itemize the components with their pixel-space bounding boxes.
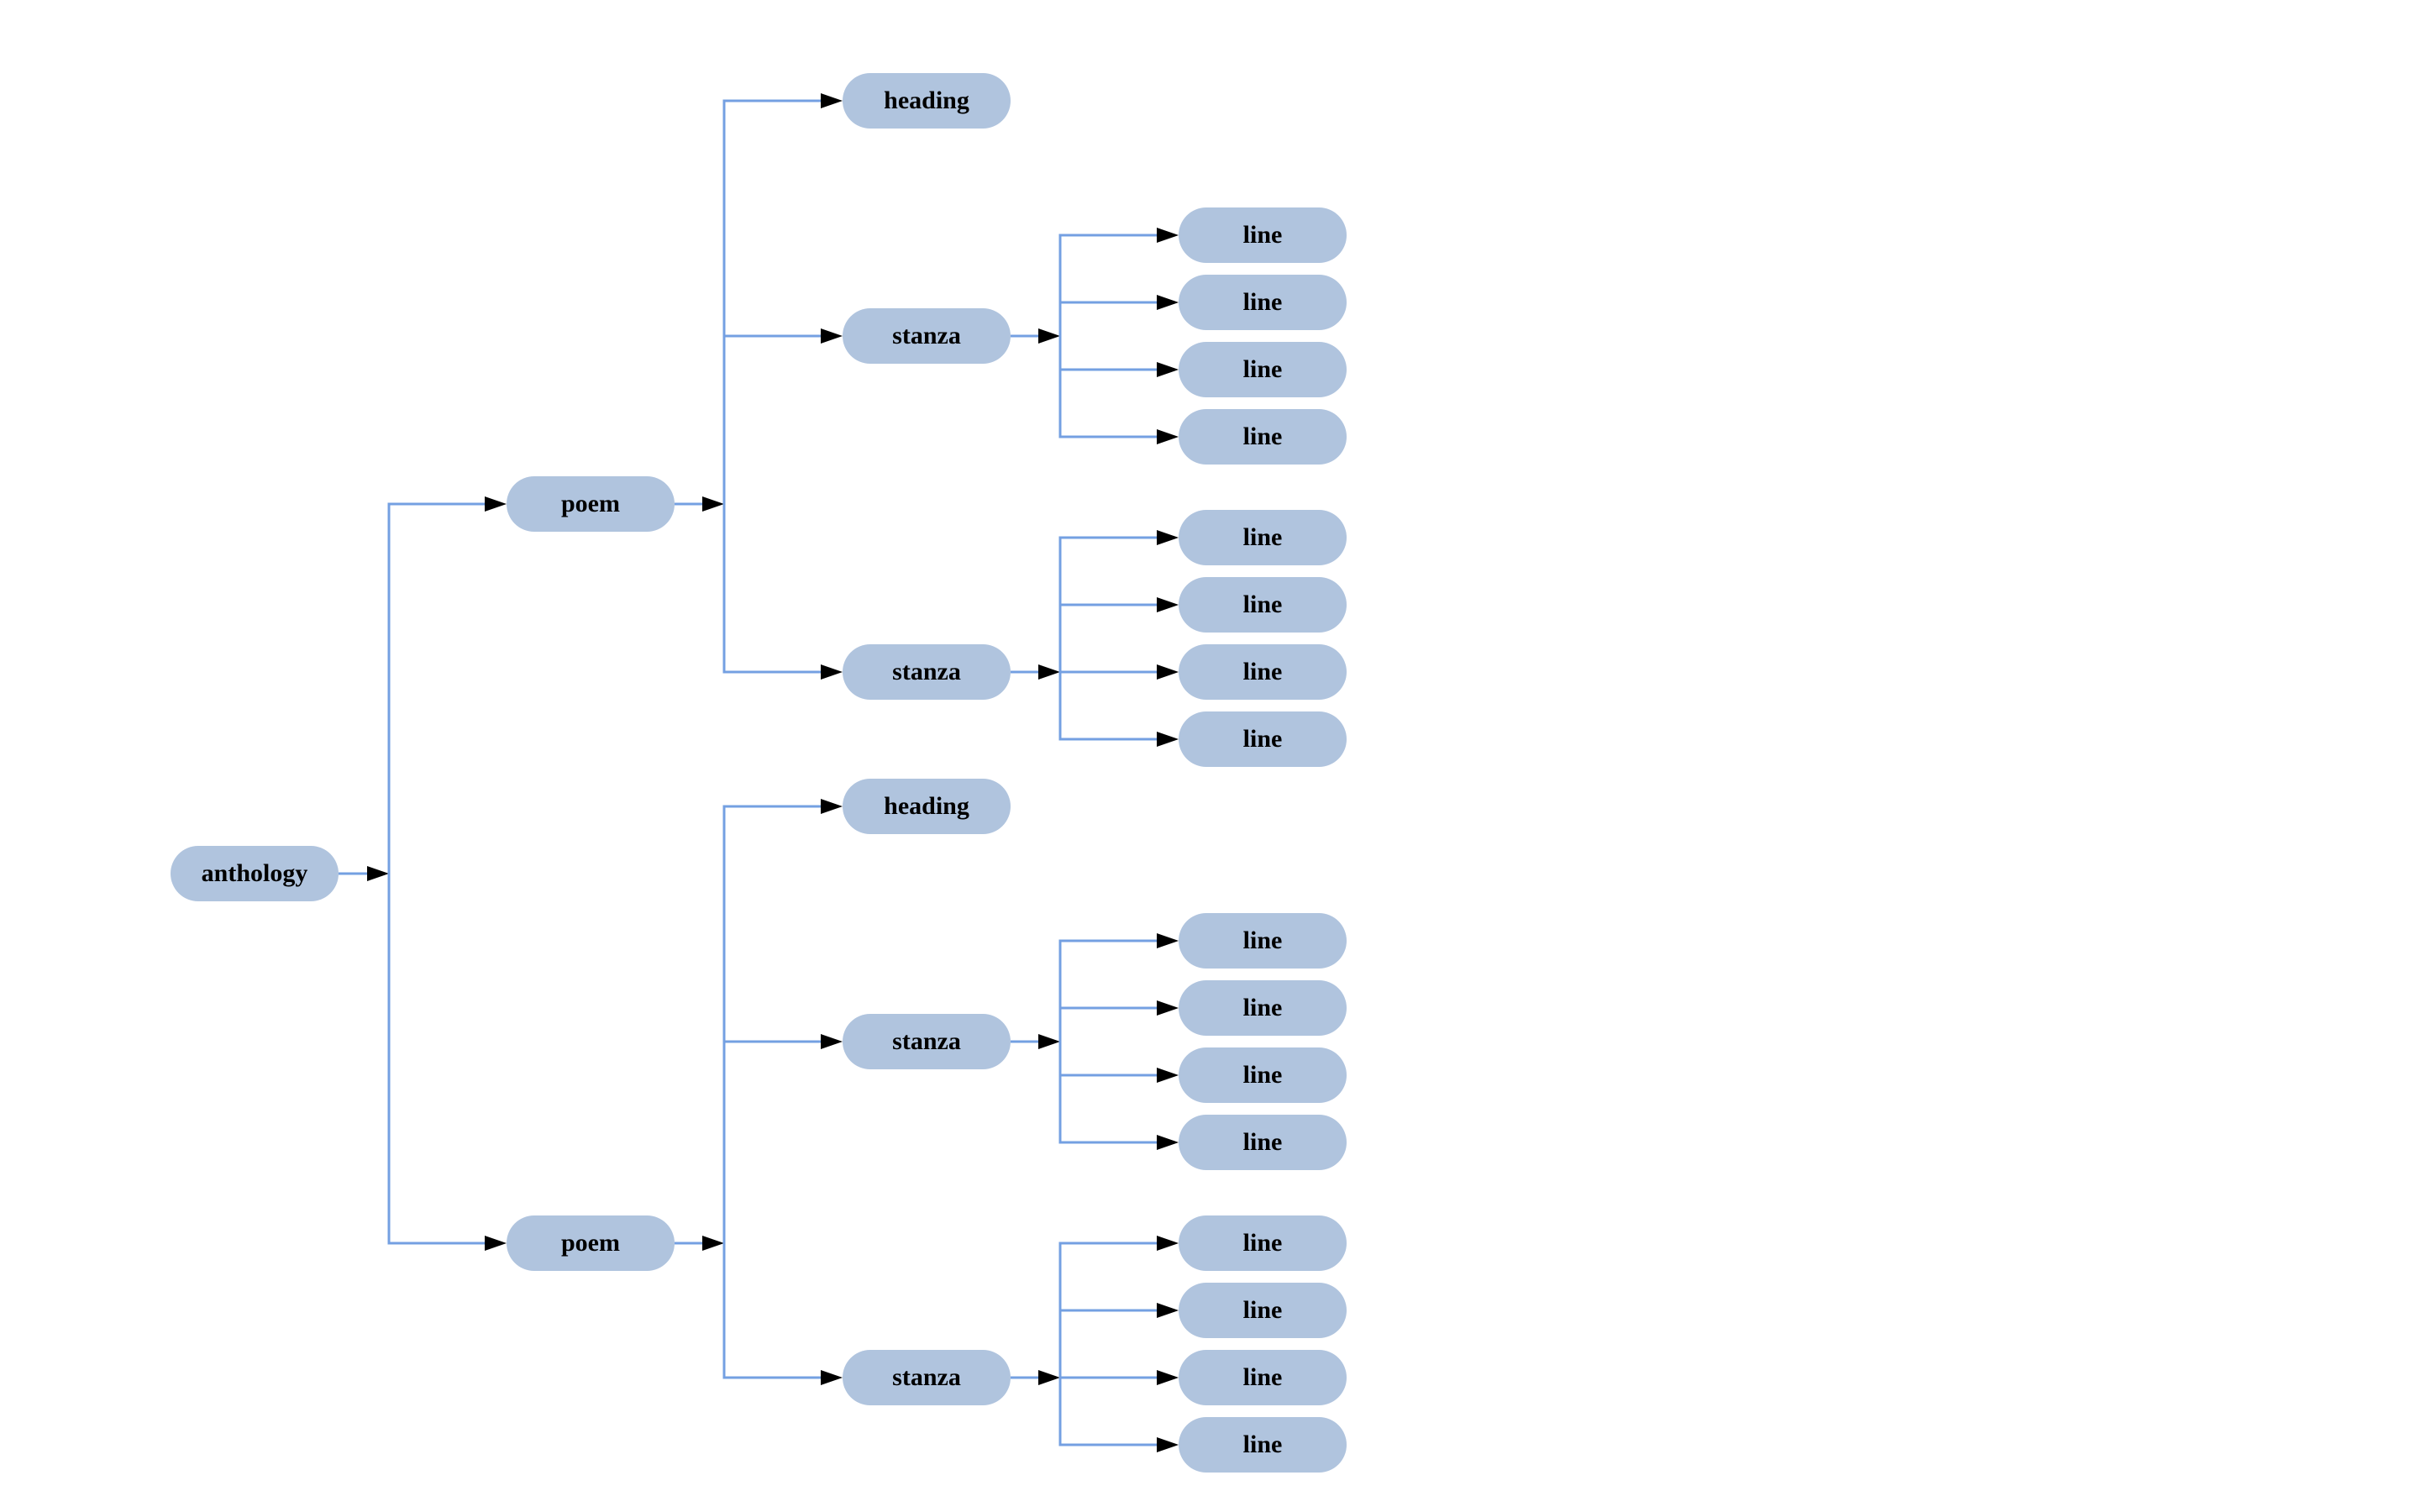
arrow-head-icon	[1157, 228, 1179, 243]
node-stanza2: stanza	[843, 644, 1011, 700]
node-line16: line	[1179, 1417, 1347, 1473]
node-stanza1: stanza	[843, 308, 1011, 364]
arrow-head-icon	[1038, 664, 1060, 680]
arrow-head-icon	[821, 93, 843, 108]
arrow-head-icon	[1157, 1303, 1179, 1318]
arrow-head-icon	[367, 866, 389, 881]
arrow-head-icon	[821, 799, 843, 814]
arrow-head-icon	[485, 496, 507, 512]
node-line7: line	[1179, 644, 1347, 700]
arrow-head-icon	[1157, 1068, 1179, 1083]
arrow-head-icon	[1157, 1370, 1179, 1385]
node-line8: line	[1179, 711, 1347, 767]
arrow-head-icon	[1157, 1000, 1179, 1016]
node-heading2: heading	[843, 779, 1011, 834]
node-line10: line	[1179, 980, 1347, 1036]
arrow-head-icon	[821, 1034, 843, 1049]
node-line6: line	[1179, 577, 1347, 633]
arrow-head-icon	[1157, 295, 1179, 310]
arrow-head-icon	[1157, 362, 1179, 377]
arrow-head-icon	[821, 328, 843, 344]
node-poem1: poem	[507, 476, 675, 532]
arrow-head-icon	[702, 496, 724, 512]
arrow-head-icon	[1157, 530, 1179, 545]
node-line14: line	[1179, 1283, 1347, 1338]
arrow-head-icon	[821, 664, 843, 680]
arrow-head-icon	[1157, 429, 1179, 444]
arrow-head-icon	[1038, 328, 1060, 344]
arrow-head-icon	[1157, 1236, 1179, 1251]
node-anthology: anthology	[171, 846, 339, 901]
node-line3: line	[1179, 342, 1347, 397]
arrow-head-icon	[1157, 597, 1179, 612]
node-line1: line	[1179, 207, 1347, 263]
node-line9: line	[1179, 913, 1347, 969]
node-line12: line	[1179, 1115, 1347, 1170]
arrow-head-icon	[1157, 732, 1179, 747]
node-poem2: poem	[507, 1215, 675, 1271]
node-stanza4: stanza	[843, 1350, 1011, 1405]
node-line13: line	[1179, 1215, 1347, 1271]
arrow-head-icon	[1157, 1135, 1179, 1150]
node-line2: line	[1179, 275, 1347, 330]
node-heading1: heading	[843, 73, 1011, 129]
node-line5: line	[1179, 510, 1347, 565]
arrow-head-icon	[1157, 1437, 1179, 1452]
node-line4: line	[1179, 409, 1347, 465]
node-stanza3: stanza	[843, 1014, 1011, 1069]
arrow-head-icon	[1038, 1370, 1060, 1385]
node-line11: line	[1179, 1047, 1347, 1103]
node-line15: line	[1179, 1350, 1347, 1405]
arrow-head-icon	[702, 1236, 724, 1251]
arrow-head-icon	[485, 1236, 507, 1251]
arrow-head-icon	[1038, 1034, 1060, 1049]
arrow-head-icon	[821, 1370, 843, 1385]
arrow-head-icon	[1157, 933, 1179, 948]
arrow-head-icon	[1157, 664, 1179, 680]
